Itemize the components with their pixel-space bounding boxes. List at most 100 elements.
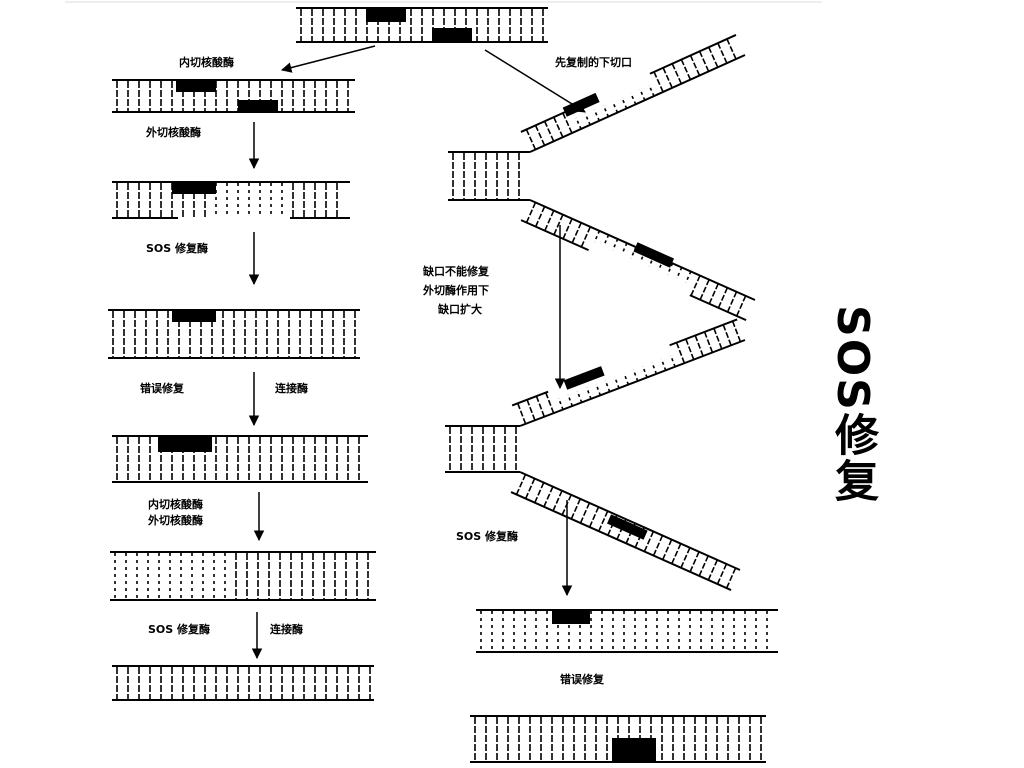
label-gap-line1: 缺口不能修复 — [422, 264, 490, 278]
label-gap-line3: 缺口扩大 — [437, 302, 482, 316]
fork2-upper-rung — [526, 399, 536, 421]
dna-strands-layer — [108, 7, 778, 763]
fork2-upper-rung — [722, 324, 732, 346]
dna-left-3 — [108, 309, 360, 359]
dna-right-final — [470, 715, 766, 763]
fork2-lower-rung — [689, 551, 700, 573]
dna-left-2-lesion — [172, 182, 216, 194]
fork1-stem — [448, 151, 530, 201]
fork1-lower-rung — [621, 242, 628, 255]
fork2-upper-rung — [585, 387, 592, 400]
fork1-lower-rung — [717, 287, 729, 309]
arrows — [248, 45, 586, 660]
fork2-upper-rung — [713, 328, 723, 350]
dna-top-lesion — [432, 28, 472, 42]
fork1-lower-rung — [685, 271, 692, 283]
label-error-repair-1: 错误修复 — [140, 381, 185, 395]
fork2-lower-strand-b — [510, 491, 732, 592]
label-endo-exo-1: 内切核酸酶 — [148, 497, 203, 511]
fork2-stem — [445, 425, 520, 473]
fork2-upper-strand-b — [511, 390, 549, 407]
fork2-upper-rung — [675, 342, 686, 364]
labels: 内切核酸酶 先复制的下切口 外切核酸酶 SOS 修复酶 错误修复 连接酶 内切核… — [140, 55, 632, 686]
fork1-lower-rung — [580, 226, 592, 248]
dna-left-5 — [110, 551, 376, 601]
dna-left-4-lesion — [158, 436, 212, 452]
fork1-upper-rung — [707, 46, 719, 68]
label-exonuclease: 外切核酸酶 — [145, 125, 201, 139]
dna-left-2 — [112, 181, 350, 217]
fork1-upper-rung — [726, 38, 737, 60]
fork1-lower-rung — [602, 234, 610, 247]
fork2-upper-lesion — [563, 366, 605, 390]
label-endonuclease: 内切核酸酶 — [179, 55, 234, 69]
fork1-lower-rung — [593, 230, 601, 243]
fork2-upper-rung — [604, 380, 611, 393]
fork2-upper-rung — [703, 331, 714, 353]
fork2-upper-rung — [613, 376, 620, 389]
fork1-upper-strand-b — [649, 34, 737, 75]
dna-left-1-lesion — [176, 80, 216, 92]
fork2-upper — [511, 318, 746, 427]
fork1-upper-rung — [562, 112, 573, 134]
label-sos-enzyme-2: SOS 修复酶 — [148, 622, 210, 636]
fork1-upper-rung — [553, 116, 564, 138]
dna-right-sos-lesion — [552, 610, 590, 624]
fork2-upper-rung — [651, 362, 658, 375]
fork1-upper-rung — [648, 84, 655, 97]
fork1-upper-rung — [717, 42, 728, 64]
fork1-upper-rung — [662, 67, 673, 89]
fork1-upper-rung — [698, 51, 710, 72]
fork1-lower — [520, 199, 756, 322]
fork1-upper-lesion — [562, 92, 600, 117]
fork2-lower-rung — [552, 490, 563, 512]
label-replicate-first: 先复制的下切口 — [555, 55, 632, 69]
label-sos-enzyme-3: SOS 修复酶 — [456, 529, 518, 543]
fork2-upper-rung — [731, 320, 742, 343]
dna-left-6 — [112, 665, 374, 701]
fork2-lower-rung — [707, 559, 719, 581]
fork1-lower-rung — [544, 210, 555, 231]
fork1-upper-rung — [620, 97, 628, 109]
dna-left-4 — [112, 435, 368, 483]
fork1-upper-rung — [630, 92, 637, 105]
fork2-lower-rung — [680, 547, 691, 569]
fork1-lower-rung — [534, 206, 546, 227]
fork2-upper-rung — [669, 355, 676, 368]
fork2-lower-rung — [588, 506, 600, 528]
fork2-upper-rung — [660, 358, 667, 371]
fork1-lower-lesion — [633, 242, 675, 268]
fork1-lower-rung — [690, 275, 701, 296]
dna-right-sos — [476, 609, 778, 653]
fork2-lower-rung — [524, 478, 536, 499]
label-gap-line2: 外切酶作用下 — [422, 283, 489, 297]
dna-left-1-lesion — [238, 100, 278, 112]
fork1-lower-rung — [708, 283, 719, 305]
fork1-lower-rung — [525, 202, 537, 223]
fork1-upper-rung — [689, 55, 701, 76]
fork2-lower-rung — [661, 539, 673, 560]
fork2-upper-rung — [641, 365, 648, 378]
fork2-lower-rung — [598, 510, 609, 532]
fork1-lower-rung — [666, 263, 674, 275]
dna-top — [296, 7, 548, 43]
label-ligase-1: 连接酶 — [275, 381, 308, 395]
fork1-lower-strand-b — [520, 219, 589, 252]
fork1-upper — [520, 34, 746, 153]
fork1-upper-rung — [593, 109, 601, 122]
dna-right-final-lesion — [612, 738, 656, 762]
fork2-upper-rung — [685, 338, 695, 360]
fork1-upper-strand-b — [520, 109, 569, 133]
fork2-upper-rung — [545, 392, 555, 414]
fork1-upper-rung — [639, 88, 646, 101]
fork2-lower-lesion — [607, 514, 648, 540]
fork1-upper-rung — [611, 101, 619, 113]
fork2-lower-rung — [698, 555, 709, 577]
fork2-upper-rung — [517, 403, 527, 425]
fork1-upper-rung — [602, 105, 610, 117]
fork1-lower-rung — [726, 291, 738, 313]
fork2-upper-rung — [557, 397, 564, 410]
label-endo-exo-2: 外切核酸酶 — [147, 513, 203, 527]
fork1-upper-strand-a — [529, 54, 746, 153]
